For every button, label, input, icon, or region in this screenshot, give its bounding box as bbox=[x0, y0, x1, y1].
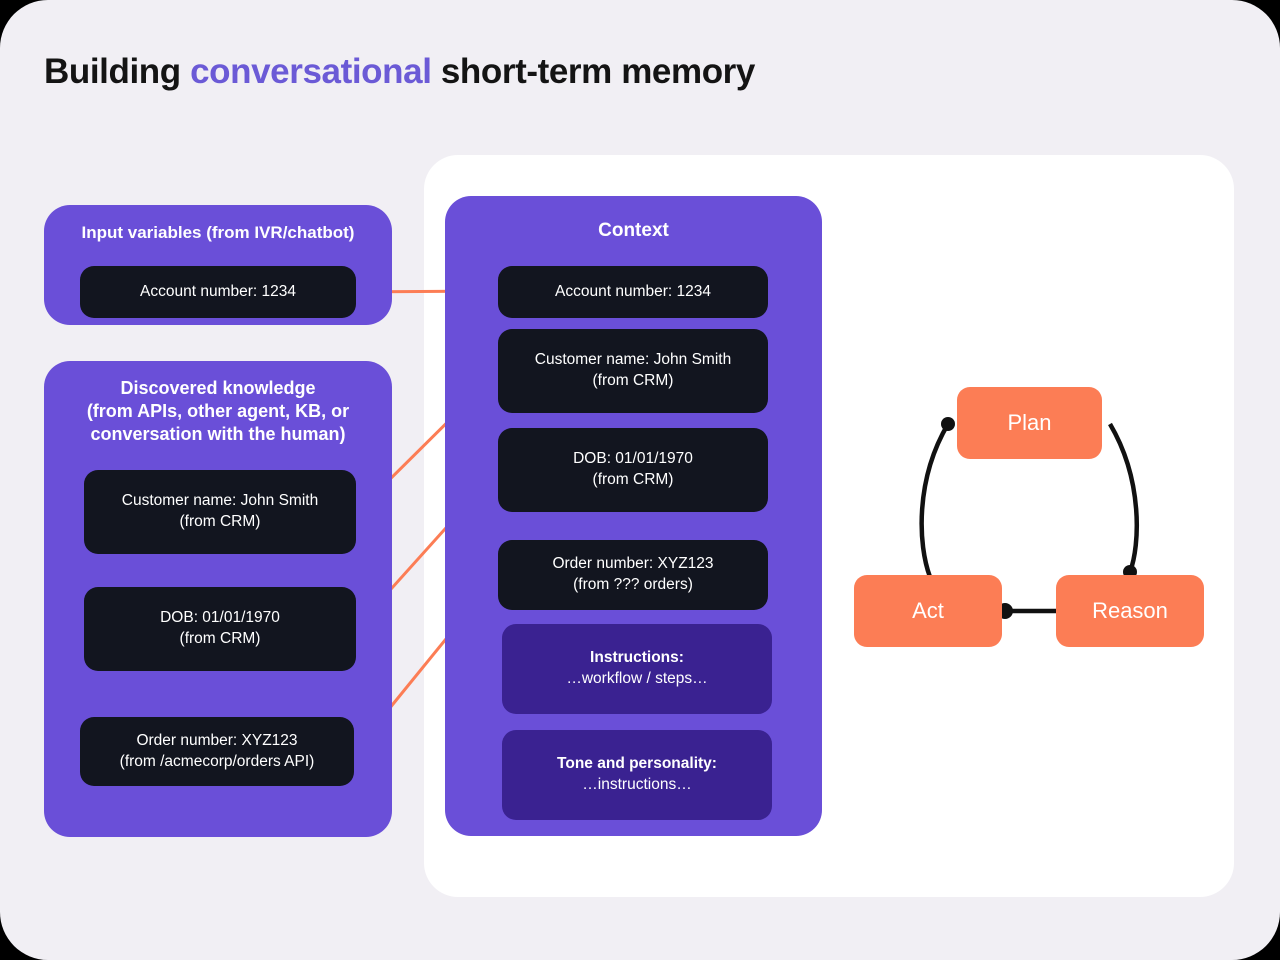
card-context-account-number-text: Account number: 1234 bbox=[555, 282, 711, 300]
panel-context-title: Context bbox=[598, 220, 669, 241]
card-input-account-number-text: Account number: 1234 bbox=[140, 282, 296, 300]
panel-discovered-knowledge-title: Discovered knowledge (from APIs, other a… bbox=[44, 361, 392, 446]
card-discovered-customer-name-line1: Customer name: John Smith bbox=[121, 492, 319, 510]
card-context-dob[interactable]: DOB: 01/01/1970 (from CRM) bbox=[498, 428, 768, 512]
panel-discovered-knowledge-title-line2: (from APIs, other agent, KB, or bbox=[86, 401, 350, 422]
loop-node-reason[interactable]: Reason bbox=[1056, 575, 1204, 647]
card-context-order-number-line1: Order number: XYZ123 bbox=[552, 555, 714, 573]
title-part-before: Building bbox=[44, 52, 191, 91]
loop-node-act[interactable]: Act bbox=[854, 575, 1002, 647]
card-discovered-order-number-line1: Order number: XYZ123 bbox=[136, 731, 298, 749]
card-context-customer-name-line1: Customer name: John Smith bbox=[534, 351, 732, 369]
card-discovered-customer-name[interactable]: Customer name: John Smith (from CRM) bbox=[84, 470, 356, 554]
card-context-account-number[interactable]: Account number: 1234 bbox=[498, 266, 768, 318]
card-context-instructions[interactable]: Instructions: …workflow / steps… bbox=[502, 624, 772, 714]
card-context-order-number[interactable]: Order number: XYZ123 (from ??? orders) bbox=[498, 540, 768, 610]
loop-node-reason-label: Reason bbox=[1092, 598, 1168, 623]
card-context-tone-personality-lead: Tone and personality: bbox=[557, 755, 717, 773]
card-discovered-customer-name-line2: (from CRM) bbox=[179, 513, 261, 530]
title-part-accent: conversational bbox=[190, 52, 432, 91]
card-context-order-number-line2: (from ??? orders) bbox=[573, 576, 693, 593]
card-discovered-dob-line1: DOB: 01/01/1970 bbox=[160, 609, 280, 627]
card-context-instructions-body: …workflow / steps… bbox=[566, 670, 708, 687]
card-context-dob-line1: DOB: 01/01/1970 bbox=[573, 450, 693, 468]
card-discovered-order-number-line2: (from /acmecorp/orders API) bbox=[119, 752, 315, 770]
card-context-tone-personality[interactable]: Tone and personality: …instructions… bbox=[502, 730, 772, 820]
panel-discovered-knowledge-title-line3: conversation with the human) bbox=[90, 424, 346, 445]
card-context-tone-personality-body: …instructions… bbox=[582, 776, 692, 793]
card-input-account-number[interactable]: Account number: 1234 bbox=[80, 266, 356, 318]
panel-discovered-knowledge-title-line1: Discovered knowledge bbox=[120, 378, 316, 398]
loop-node-plan[interactable]: Plan bbox=[957, 387, 1102, 459]
panel-input-variables-title: Input variables (from IVR/chatbot) bbox=[81, 223, 355, 242]
loop-node-plan-label: Plan bbox=[1007, 410, 1052, 435]
card-context-customer-name-line2: (from CRM) bbox=[592, 372, 674, 389]
page-title: Building conversational short-term memor… bbox=[44, 52, 755, 92]
card-context-instructions-lead: Instructions: bbox=[590, 649, 684, 667]
card-context-customer-name[interactable]: Customer name: John Smith (from CRM) bbox=[498, 329, 768, 413]
card-discovered-order-number[interactable]: Order number: XYZ123 (from /acmecorp/ord… bbox=[80, 717, 354, 786]
card-discovered-dob-line2: (from CRM) bbox=[179, 630, 261, 647]
card-discovered-dob[interactable]: DOB: 01/01/1970 (from CRM) bbox=[84, 587, 356, 671]
title-part-after: short-term memory bbox=[431, 52, 756, 91]
loop-node-act-label: Act bbox=[912, 598, 944, 623]
card-context-dob-line2: (from CRM) bbox=[592, 471, 674, 488]
